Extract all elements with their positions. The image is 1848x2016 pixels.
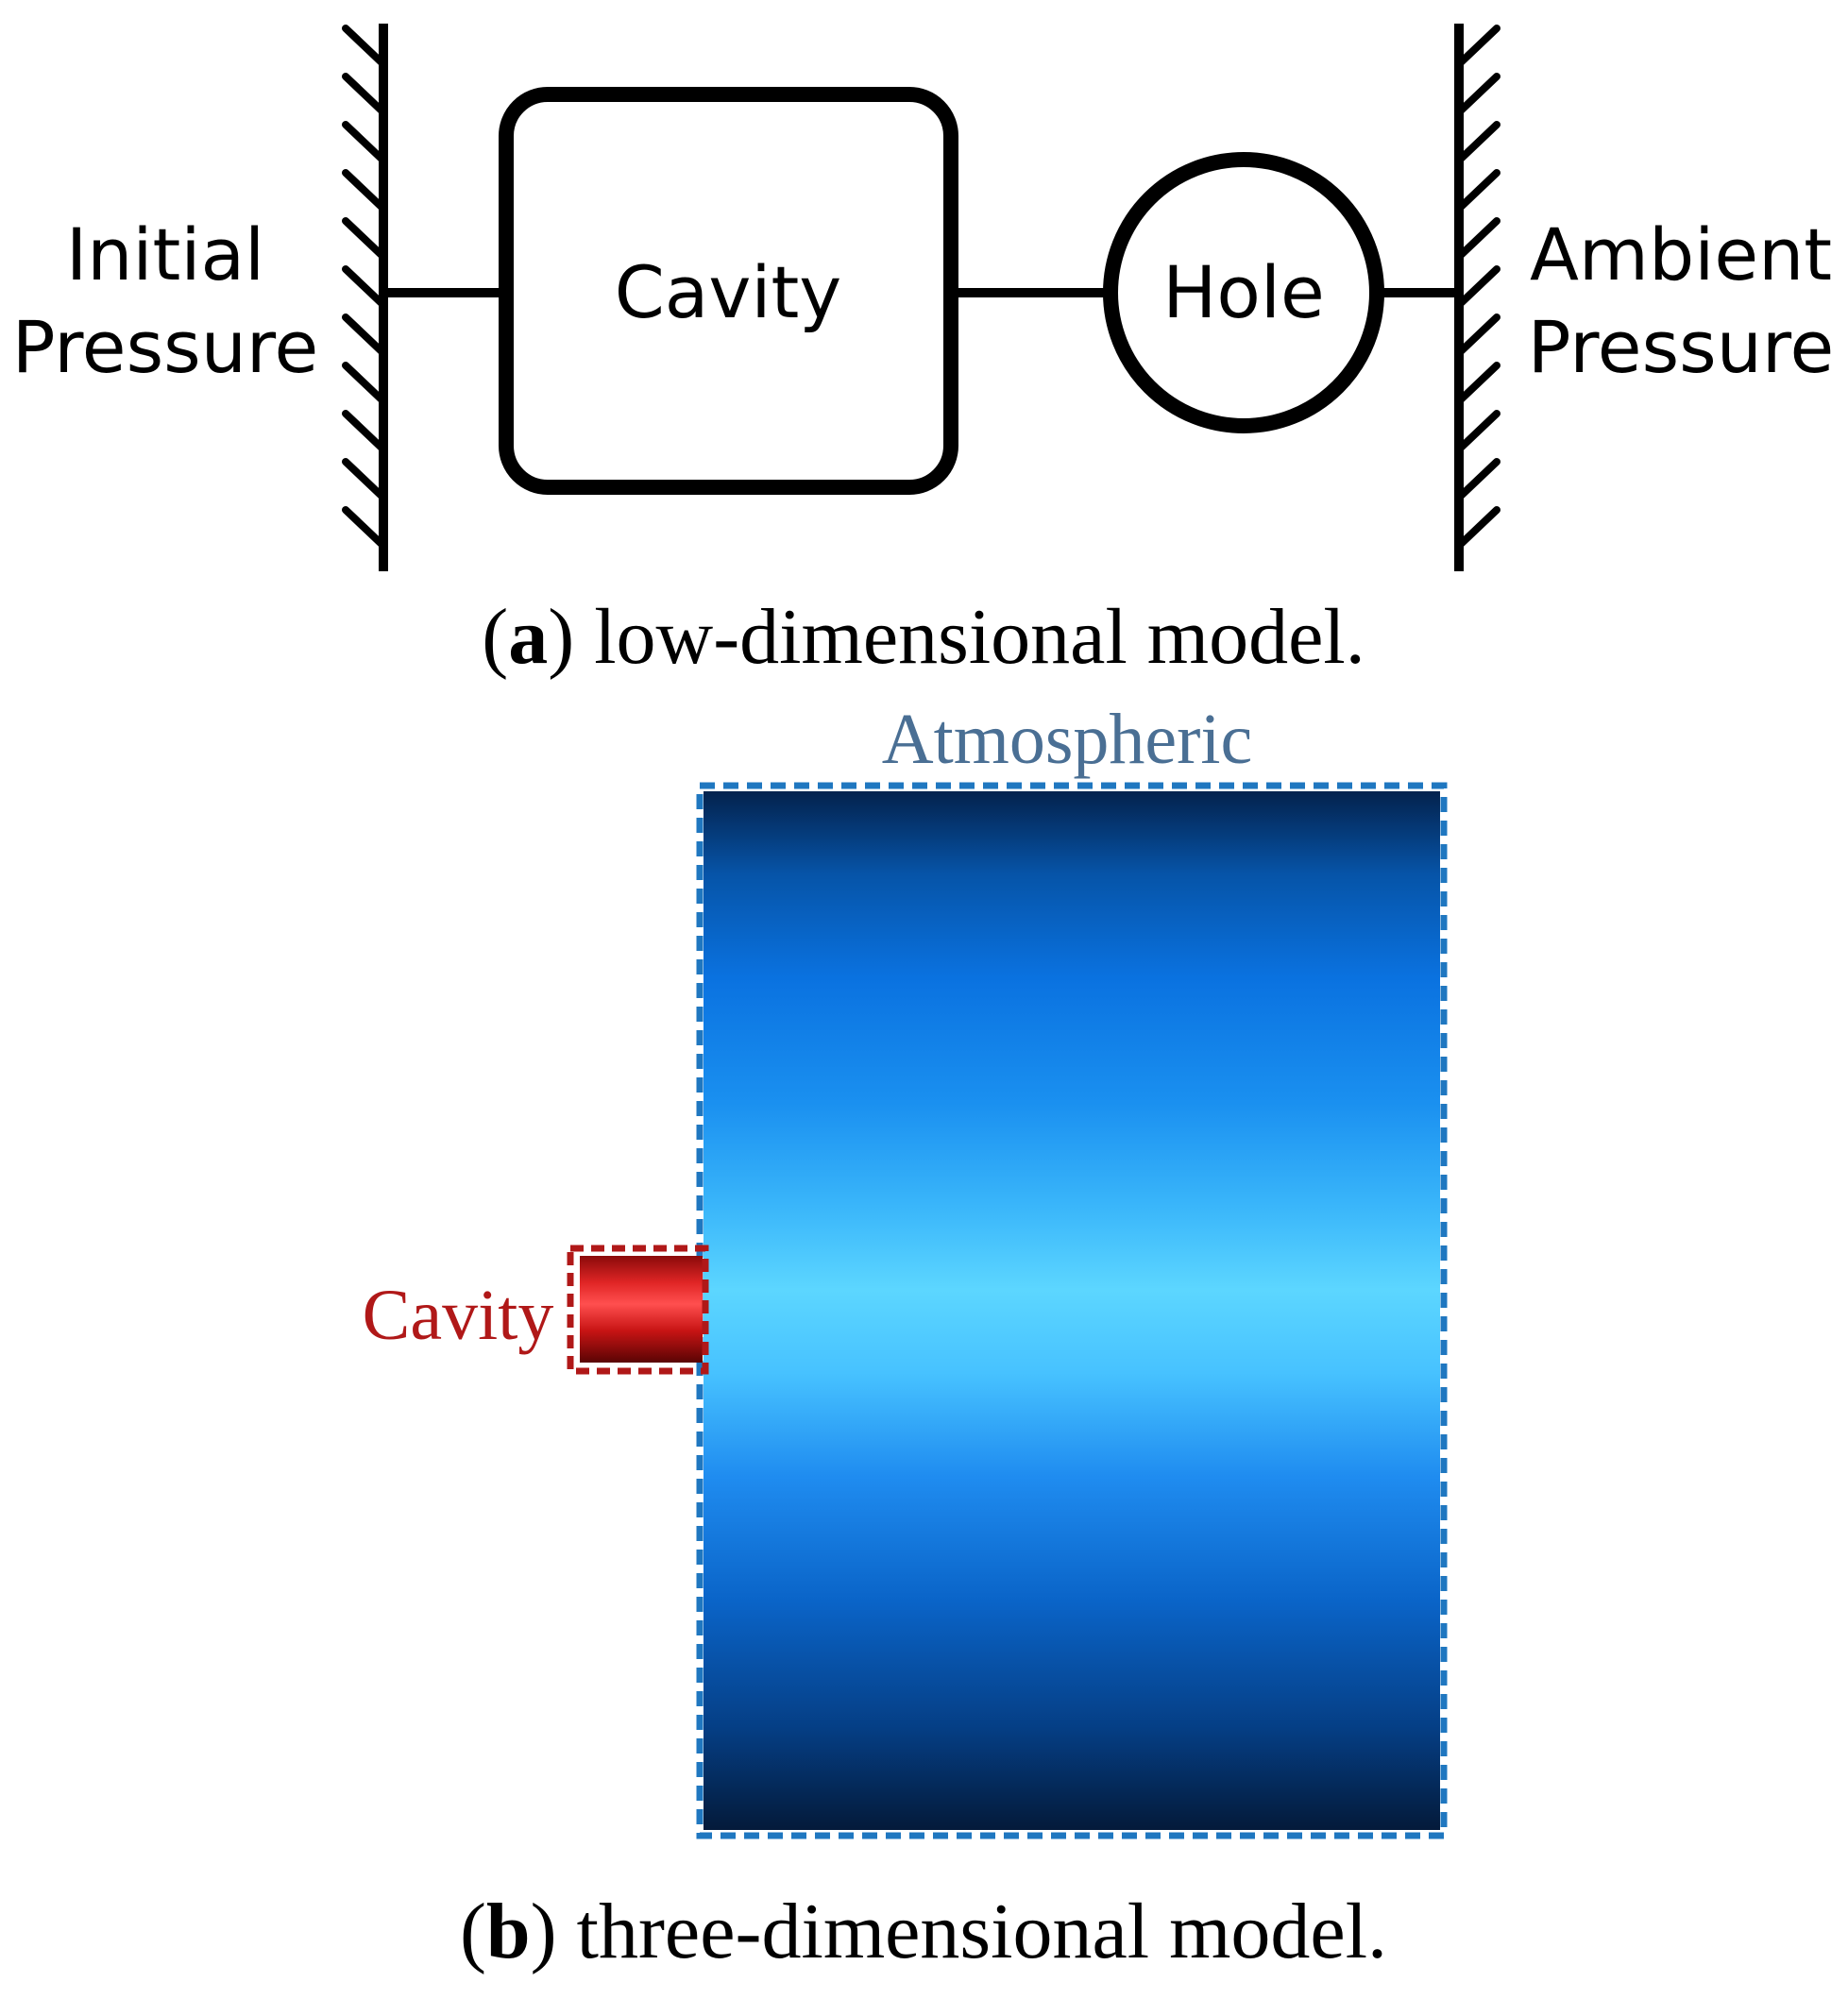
cavity-3d-border xyxy=(567,1245,709,1375)
hatch-mark xyxy=(342,25,387,68)
right-ground-wall xyxy=(1454,24,1500,571)
hatch-mark xyxy=(1455,169,1500,212)
panel-b: Atmospheric Cavity (b) three-dimensional… xyxy=(363,700,1448,1975)
ambient-pressure-label-line1: Ambient xyxy=(1530,212,1832,296)
atmospheric-label: Atmospheric xyxy=(882,700,1253,779)
panel-a: Cavity Hole Initial Pressure Ambient Pre… xyxy=(12,24,1835,681)
hatch-mark xyxy=(1455,25,1500,68)
initial-pressure-label-line1: Initial xyxy=(66,212,264,296)
hatch-mark xyxy=(342,121,387,164)
left-ground-wall xyxy=(342,24,388,571)
hatch-mark xyxy=(342,169,387,212)
hatch-mark xyxy=(1455,313,1500,357)
hole-label: Hole xyxy=(1162,250,1325,334)
hatch-mark xyxy=(342,217,387,261)
hatch-mark xyxy=(1455,217,1500,261)
hatch-mark xyxy=(342,362,387,405)
hatch-mark xyxy=(342,73,387,116)
hatch-mark xyxy=(1455,362,1500,405)
initial-pressure-label-line2: Pressure xyxy=(12,305,319,389)
hatch-mark xyxy=(1455,73,1500,116)
cavity-3d-label: Cavity xyxy=(363,1276,554,1355)
caption-b: (b) three-dimensional model. xyxy=(460,1888,1387,1975)
hatch-mark xyxy=(1455,506,1500,550)
hatch-mark xyxy=(342,410,387,453)
ambient-pressure-label-line2: Pressure xyxy=(1528,305,1835,389)
caption-a: (a) low-dimensional model. xyxy=(482,593,1365,681)
hatch-mark xyxy=(1455,121,1500,164)
hatch-mark xyxy=(1455,458,1500,501)
hatch-mark xyxy=(1455,410,1500,453)
hatch-mark xyxy=(1455,265,1500,309)
hole-circle xyxy=(1103,152,1384,433)
caption-a-text: low-dimensional model. xyxy=(574,593,1365,681)
hatch-mark xyxy=(342,506,387,550)
caption-b-letter: b xyxy=(486,1888,531,1975)
caption-b-text: three-dimensional model. xyxy=(557,1888,1387,1975)
hatch-mark xyxy=(342,313,387,357)
atmospheric-domain xyxy=(704,791,1440,1830)
hatch-mark xyxy=(342,265,387,309)
cavity-3d-body xyxy=(580,1256,703,1363)
caption-a-letter: a xyxy=(508,593,548,681)
cavity-label: Cavity xyxy=(615,250,842,334)
cavity-box xyxy=(499,87,958,495)
hatch-mark xyxy=(342,458,387,501)
